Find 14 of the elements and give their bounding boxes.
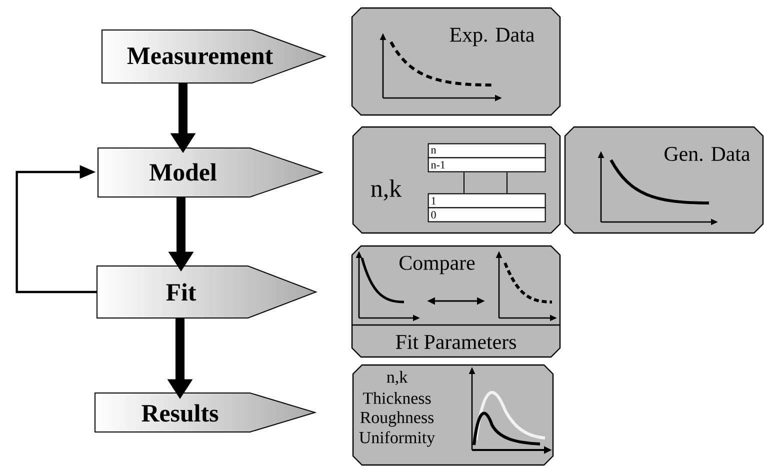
results-panel: n,k Thickness Roughness Uniformity — [352, 364, 554, 466]
layer-bar: 1 — [428, 193, 546, 208]
layer-bar: n — [428, 143, 546, 158]
compare-panel: Compare Fit Parameters — [351, 245, 561, 358]
layer-bar: n-1 — [428, 157, 546, 172]
step-arrow-box: Results — [94, 392, 317, 432]
data-panel: Gen. Data — [564, 126, 764, 234]
step-arrow-box: Fit — [96, 266, 318, 318]
arrow — [16, 165, 97, 294]
step-arrow-box: Measurement — [102, 30, 326, 84]
data-panel: Exp. Data — [351, 7, 561, 116]
layer-bar: 0 — [428, 207, 546, 222]
step-arrow-box: Model — [98, 148, 324, 198]
connector-line — [506, 172, 508, 194]
